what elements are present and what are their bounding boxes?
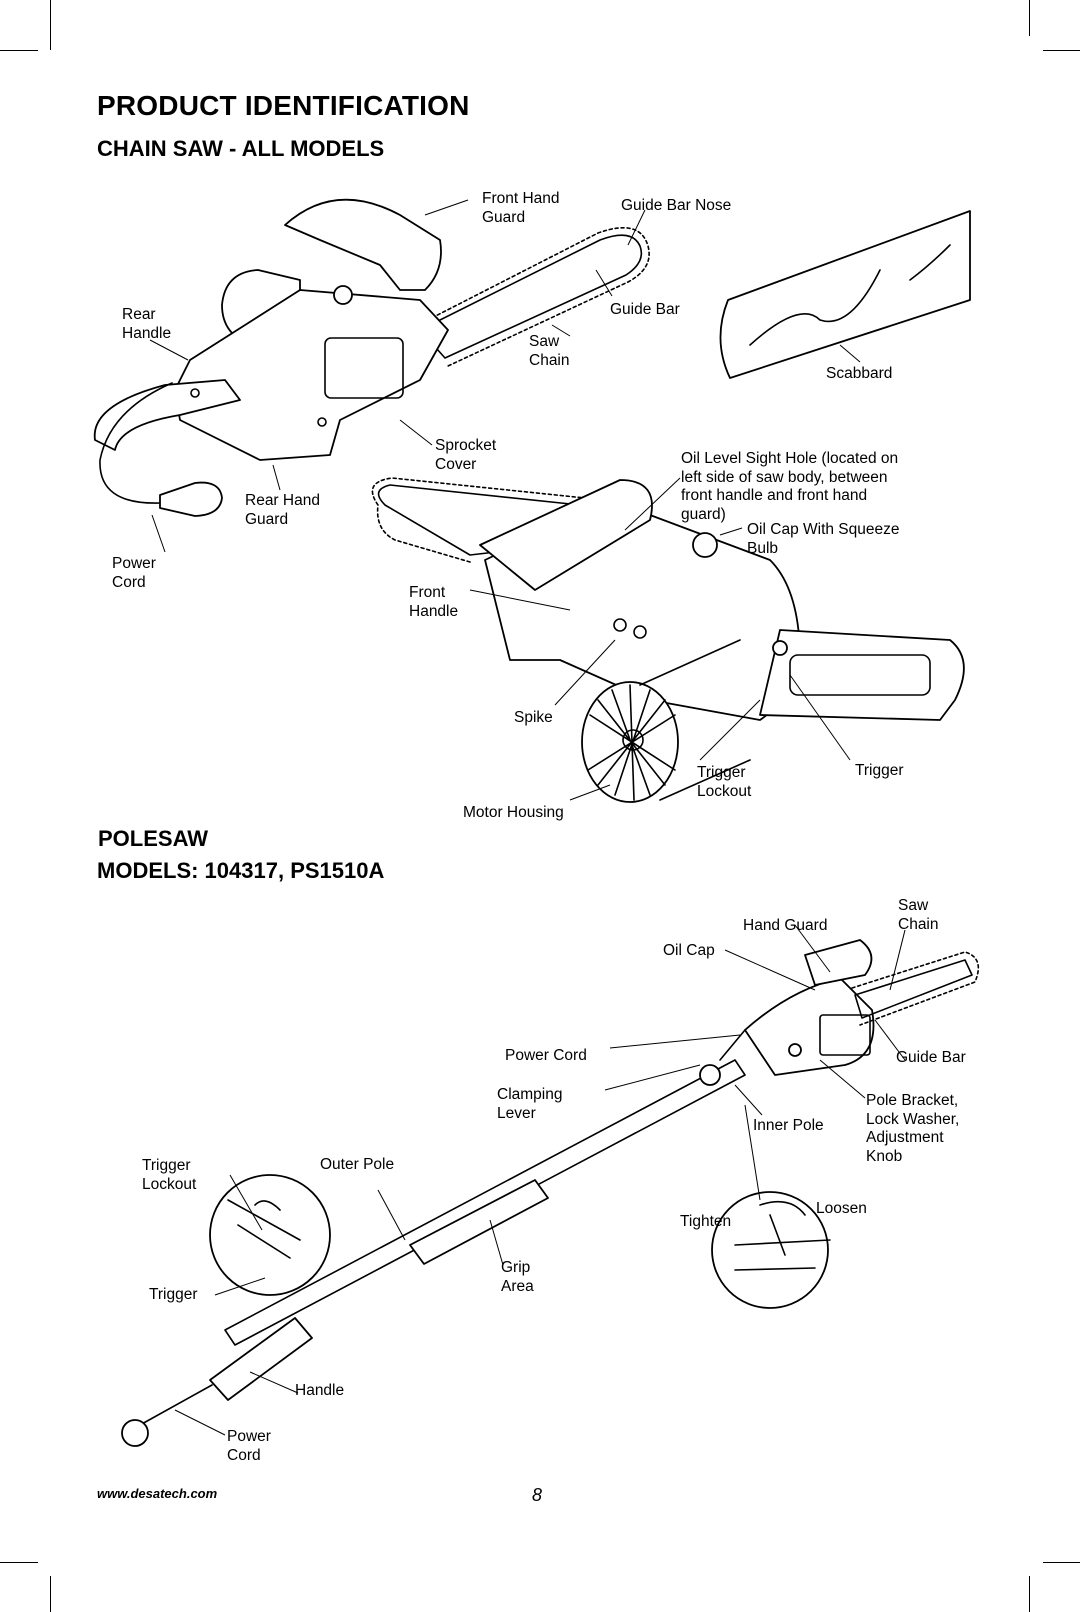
label-pole-outer-pole: Outer Pole bbox=[320, 1156, 395, 1173]
crop-mark-top-right-v bbox=[1029, 0, 1030, 36]
label-trigger-lockout: Trigger Lockout bbox=[697, 764, 752, 800]
chainsaw-section-heading: CHAIN SAW - ALL MODELS bbox=[97, 136, 385, 161]
footer-website: www.desatech.com bbox=[97, 1486, 218, 1501]
label-pole-oil-cap: Oil Cap bbox=[663, 942, 715, 959]
label-pole-hand-guard: Hand Guard bbox=[743, 917, 828, 934]
page-number: 8 bbox=[532, 1485, 543, 1505]
crop-mark-top-left-h bbox=[0, 50, 38, 51]
leader-lines bbox=[149, 199, 906, 1436]
crop-mark-bottom-left-v bbox=[50, 1576, 51, 1612]
label-guide-bar-nose: Guide Bar Nose bbox=[621, 197, 732, 214]
label-pole-power-cord-top: Power Cord bbox=[505, 1047, 587, 1064]
label-power-cord: Power Cord bbox=[112, 555, 156, 591]
crop-mark-bottom-right-h bbox=[1043, 1562, 1080, 1563]
scabbard-illustration bbox=[719, 210, 971, 379]
label-pole-inner-pole: Inner Pole bbox=[753, 1117, 824, 1134]
crop-mark-top-left-v bbox=[50, 0, 51, 50]
label-pole-handle: Handle bbox=[295, 1382, 345, 1399]
label-pole-tighten: Tighten bbox=[680, 1213, 732, 1230]
label-saw-chain: Saw Chain bbox=[529, 333, 570, 369]
label-motor-housing: Motor Housing bbox=[463, 804, 564, 821]
label-pole-clamping-lever: Clamping Lever bbox=[497, 1086, 563, 1122]
chainsaw-side-illustration bbox=[371, 477, 965, 803]
label-scabbard: Scabbard bbox=[826, 365, 893, 382]
label-front-hand-guard: Front Hand Guard bbox=[482, 190, 560, 226]
polesaw-section-heading: POLESAW bbox=[98, 826, 209, 851]
label-pole-bracket: Pole Bracket, Lock Washer, Adjustment Kn… bbox=[866, 1092, 960, 1165]
label-trigger: Trigger bbox=[855, 762, 904, 779]
label-pole-trigger-lockout: Trigger Lockout bbox=[142, 1157, 197, 1193]
label-spike: Spike bbox=[514, 709, 553, 726]
label-guide-bar: Guide Bar bbox=[610, 301, 680, 318]
page-title: PRODUCT IDENTIFICATION bbox=[97, 90, 470, 121]
label-pole-loosen: Loosen bbox=[816, 1200, 867, 1217]
label-pole-guide-bar: Guide Bar bbox=[896, 1049, 966, 1066]
label-oil-cap-squeeze-bulb: Oil Cap With Squeeze Bulb bbox=[747, 521, 900, 557]
crop-mark-bottom-left-h bbox=[0, 1562, 38, 1563]
label-pole-saw-chain: Saw Chain bbox=[898, 897, 939, 933]
label-front-handle: Front Handle bbox=[409, 584, 459, 620]
polesaw-models-heading: MODELS: 104317, PS1510A bbox=[97, 858, 385, 883]
crop-mark-top-right-h bbox=[1043, 50, 1080, 51]
label-pole-power-cord-bottom: Power Cord bbox=[227, 1428, 271, 1464]
label-rear-hand-guard: Rear Hand Guard bbox=[245, 492, 320, 528]
label-pole-grip-area: Grip Area bbox=[501, 1259, 534, 1295]
chainsaw-top-illustration bbox=[93, 198, 650, 517]
crop-mark-bottom-right-v bbox=[1029, 1576, 1030, 1612]
label-sprocket-cover: Sprocket Cover bbox=[435, 437, 497, 473]
label-rear-handle: Rear Handle bbox=[122, 306, 172, 342]
label-oil-level-sight-hole: Oil Level Sight Hole (located on left si… bbox=[681, 450, 899, 523]
polesaw-illustration bbox=[121, 939, 980, 1447]
label-pole-trigger: Trigger bbox=[149, 1286, 198, 1303]
